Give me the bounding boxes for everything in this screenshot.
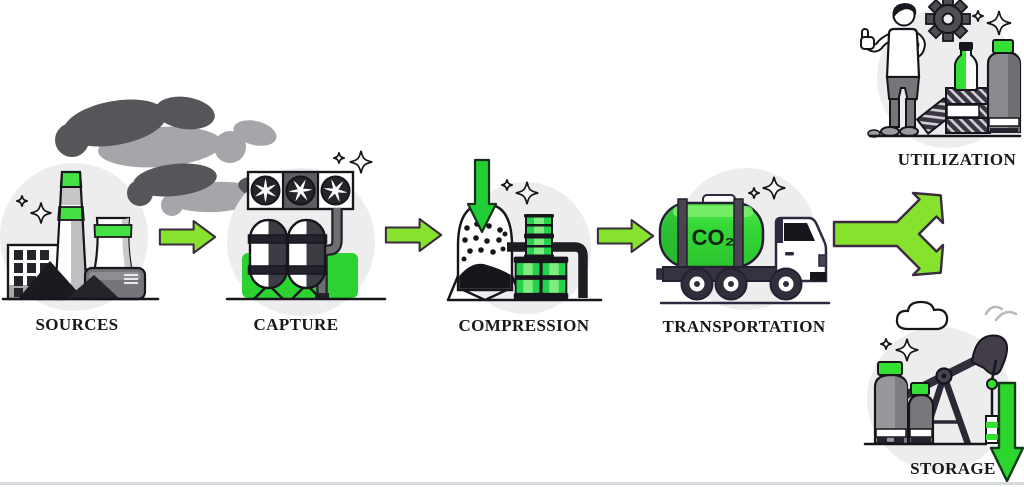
wheel-icon bbox=[769, 267, 803, 301]
tank-highlight bbox=[673, 206, 753, 217]
flow-arrow-sources-to-capture bbox=[158, 220, 217, 254]
cylinder-valve-cap bbox=[992, 39, 1014, 54]
co2-tank-trailer: CO₂ bbox=[658, 194, 765, 272]
person-fist bbox=[860, 36, 875, 50]
cylinder-foot bbox=[990, 128, 1018, 133]
bottom-divider-line bbox=[0, 482, 1024, 485]
bottle-cap bbox=[959, 42, 973, 50]
smoke-clouds-icon bbox=[55, 96, 306, 216]
utilization-label: UTILIZATION bbox=[897, 150, 1017, 169]
sparkles-icon bbox=[332, 149, 374, 175]
gear-icon bbox=[925, 0, 971, 42]
transportation-label: TRANSPORTATION bbox=[662, 317, 826, 336]
door-handle bbox=[785, 252, 794, 256]
person-leg bbox=[889, 98, 900, 128]
cylinder-valve-cap bbox=[877, 361, 903, 376]
cylinder-shading bbox=[1008, 53, 1020, 132]
down-arrow-icon bbox=[989, 381, 1024, 483]
cab-step bbox=[818, 254, 827, 267]
tank-strap bbox=[677, 198, 688, 272]
co2-bottle bbox=[954, 42, 978, 91]
wheels bbox=[680, 267, 803, 301]
wheel-icon bbox=[680, 267, 714, 301]
gas-cylinder bbox=[873, 361, 909, 445]
cylinder-base-band bbox=[875, 428, 907, 438]
gas-cylinder bbox=[986, 39, 1022, 134]
capture-label: CAPTURE bbox=[253, 315, 339, 334]
cylinder-valve-cap bbox=[910, 382, 930, 396]
cylinder-shading bbox=[895, 376, 907, 443]
gas-cylinder bbox=[907, 382, 935, 445]
coal-piles bbox=[18, 261, 120, 299]
person-shirt bbox=[885, 27, 921, 79]
cable bbox=[990, 359, 998, 381]
compressor-vessel-icon bbox=[446, 158, 603, 314]
cylinder-base-band bbox=[909, 428, 933, 438]
fan-icon bbox=[320, 175, 351, 206]
cloud-icon bbox=[895, 300, 1018, 331]
polished-rod-knob bbox=[986, 378, 998, 390]
down-arrow-icon bbox=[466, 158, 498, 234]
compressed-co2-mound bbox=[459, 263, 511, 289]
wheel-icon bbox=[714, 267, 748, 301]
person-shoe bbox=[899, 126, 919, 137]
power-plant-icon bbox=[0, 96, 306, 311]
person-leg bbox=[905, 98, 916, 128]
cab-window bbox=[784, 223, 815, 241]
horsehead bbox=[970, 334, 1008, 376]
sources-label: SOURCES bbox=[35, 315, 119, 334]
pipe bbox=[507, 242, 588, 298]
truck-cab bbox=[774, 216, 828, 283]
person-thumbs-up bbox=[860, 3, 926, 138]
person-hair bbox=[892, 3, 917, 19]
compression-label: COMPRESSION bbox=[458, 316, 590, 335]
flow-arrow-compression-to-transportation bbox=[596, 219, 655, 253]
cylinder-base-band bbox=[988, 117, 1020, 127]
products-person-icon bbox=[860, 0, 1022, 148]
front-skirt bbox=[810, 272, 826, 281]
storage-label: STORAGE bbox=[910, 459, 996, 478]
tank-strap bbox=[733, 198, 744, 272]
tanker-truck-icon: CO₂ bbox=[656, 168, 831, 310]
fan-bank bbox=[246, 170, 355, 211]
split-flow-arrow bbox=[832, 191, 945, 277]
co2-particle-dots bbox=[461, 221, 508, 262]
cab-pillar bbox=[777, 219, 783, 243]
compression-vessel bbox=[446, 202, 524, 302]
crate-stack bbox=[945, 87, 991, 134]
person-shoe bbox=[880, 126, 900, 137]
co2-tank-text: CO₂ bbox=[692, 225, 735, 250]
cloud-squiggles bbox=[984, 305, 1018, 322]
capture-unit-icon bbox=[225, 149, 387, 316]
absorber-tank bbox=[247, 218, 290, 290]
crate-label bbox=[946, 104, 980, 118]
flow-arrow-capture-to-compression bbox=[384, 218, 443, 252]
fan-icon bbox=[250, 175, 281, 206]
fan-icon bbox=[285, 174, 316, 207]
absorber-tank bbox=[285, 218, 328, 290]
pumpjack-cylinders-icon bbox=[863, 300, 1024, 483]
